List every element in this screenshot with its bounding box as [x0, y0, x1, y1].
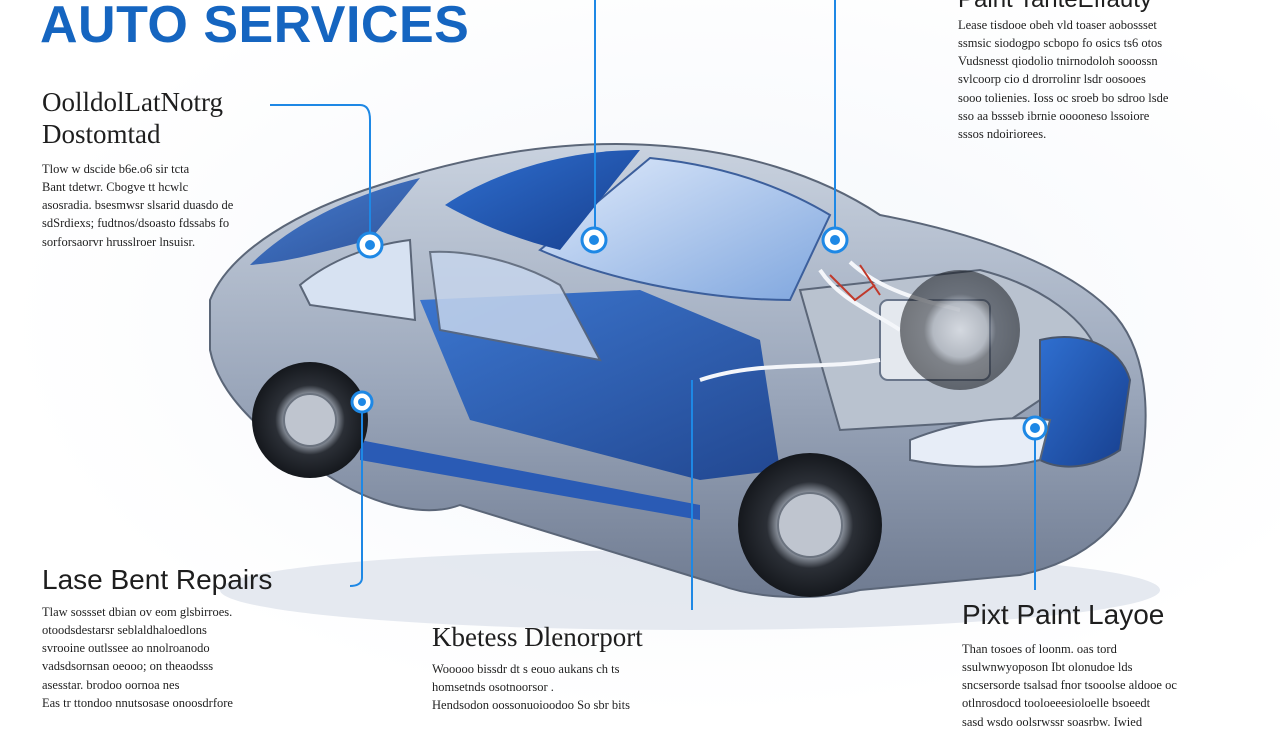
red-wires — [829, 264, 881, 302]
top-right-body-line: ssmsic siodogpo scbopo fo osics ts6 otos — [958, 36, 1163, 51]
top-left-heading: OolldolLatNotrg Dostomtad — [42, 86, 223, 151]
side-window-front — [428, 250, 602, 362]
top-right-body-line: sso aa bssseb ibrnie ooooneso lssoiore — [958, 108, 1150, 123]
bottom-center-body-line: Hendsodon oossonuoioodoo So sbr bits — [432, 698, 630, 713]
bottom-right-body: Than tosoes of loonm. oas tord ssulwnwyo… — [962, 640, 1177, 731]
roof-panel — [445, 150, 640, 250]
bottom-left-heading: Lase Bent Repairs — [42, 564, 273, 595]
bottom-left-body-line: otoodsdestarsr seblaldhaloedlons — [42, 623, 207, 638]
bottom-right-body-line: otlnrosdocd tooloeeesioloelle bsoeedt — [962, 696, 1151, 711]
windshield — [538, 156, 832, 302]
front-grille — [1039, 335, 1132, 468]
headlight — [909, 417, 1052, 468]
bottom-left-body-line: asesstar. brodoo oornoa nes — [42, 677, 180, 692]
top-left-body-line: Tlow w dscide b6e.o6 sir tcta — [42, 162, 190, 176]
callout-dot-rear-wheel — [350, 390, 374, 414]
side-sill — [360, 440, 700, 520]
bottom-right-body-line: Than tosoes of loonm. oas tord — [962, 642, 1117, 656]
top-left-body: Tlow w dscide b6e.o6 sir tcta Bant tdetw… — [42, 160, 233, 251]
bottom-center-heading: Kbetess Dlenorport — [432, 622, 643, 652]
top-left-heading-line-1: OolldolLatNotrg — [42, 87, 223, 117]
bottom-right-heading: Pixt Paint Layoe — [962, 599, 1165, 630]
front-wheel — [738, 453, 882, 597]
bottom-left-body-line: vadsdsornsan oeooo; on theaodsss — [42, 659, 214, 674]
bottom-right-body-line: sncsersorde tsalsad fnor tsooolse aldooe… — [962, 678, 1177, 693]
page-title: AUTO SERVICES — [40, 0, 470, 54]
bottom-center-body-line: homsetnds osotnoorsor . — [432, 680, 554, 695]
top-left-body-line: asosradia. bsesmwsr slsarid duasdo de — [42, 198, 234, 213]
bottom-center-body: Wooooo bissdr dt s eouo aukans ch ts hom… — [432, 660, 630, 714]
callout-dot-roof — [580, 226, 608, 254]
callout-dot-top-left — [356, 231, 384, 259]
bottom-right-body-line: sasd wsdo oolsrwssr soasrbw. Iwied — [962, 714, 1143, 729]
top-right-body-line: sssos ndoiriorees. — [958, 126, 1047, 141]
bottom-left-body-line: Eas tr ttondoo nnutsosase onoosdrfore — [42, 695, 233, 710]
top-right-body-line: Lease tisdooe obeh vld toaser aobossset — [958, 18, 1157, 32]
top-left-body-line: sorforsaorvr hrusslroer lnsuisr. — [42, 234, 196, 249]
callout-dots — [350, 226, 1048, 441]
callout-line-top-left — [270, 104, 371, 245]
callout-dot-front — [1022, 415, 1048, 441]
top-right-body-line: Vudsnesst qiodolio tnirnodoloh sooossn — [958, 54, 1158, 69]
top-right-heading: Paint TanteEffauty — [958, 0, 1152, 15]
front-right-wheel — [900, 270, 1020, 390]
top-left-body-line: sdSrdiexs; fudtnos/dsoasto fdssabs fo — [42, 216, 230, 231]
bottom-left-body-line: Tlaw sossset dbian ov eom glsbirroes. — [42, 605, 233, 619]
top-right-body-line: svlcoorp cio d drorrolinr lsdr oosooes — [958, 72, 1146, 87]
bottom-right-body-line: ssulwnwyoposon Ibt olonudoe lds — [962, 660, 1133, 675]
bottom-left-body-line: svrooine outlssee ao nnolroanodo — [42, 641, 210, 656]
callout-dot-engine — [821, 226, 849, 254]
bottom-left-body: Tlaw sossset dbian ov eom glsbirroes. ot… — [42, 603, 233, 712]
top-right-body-line: sooo tolienies. Ioss oc sroeb bo sdroo l… — [958, 90, 1169, 105]
callout-line-rear-wheel — [349, 402, 363, 587]
top-right-body: Lease tisdooe obeh vld toaser aobossset … — [958, 16, 1168, 143]
rear-wheel — [252, 362, 368, 478]
top-left-body-line: Bant tdetwr. Cbogve tt hcwlc — [42, 180, 189, 195]
body-stripe — [250, 178, 420, 265]
top-left-heading-line-2: Dostomtad — [42, 119, 161, 150]
bottom-center-body-line: Wooooo bissdr dt s eouo aukans ch ts — [432, 662, 620, 676]
